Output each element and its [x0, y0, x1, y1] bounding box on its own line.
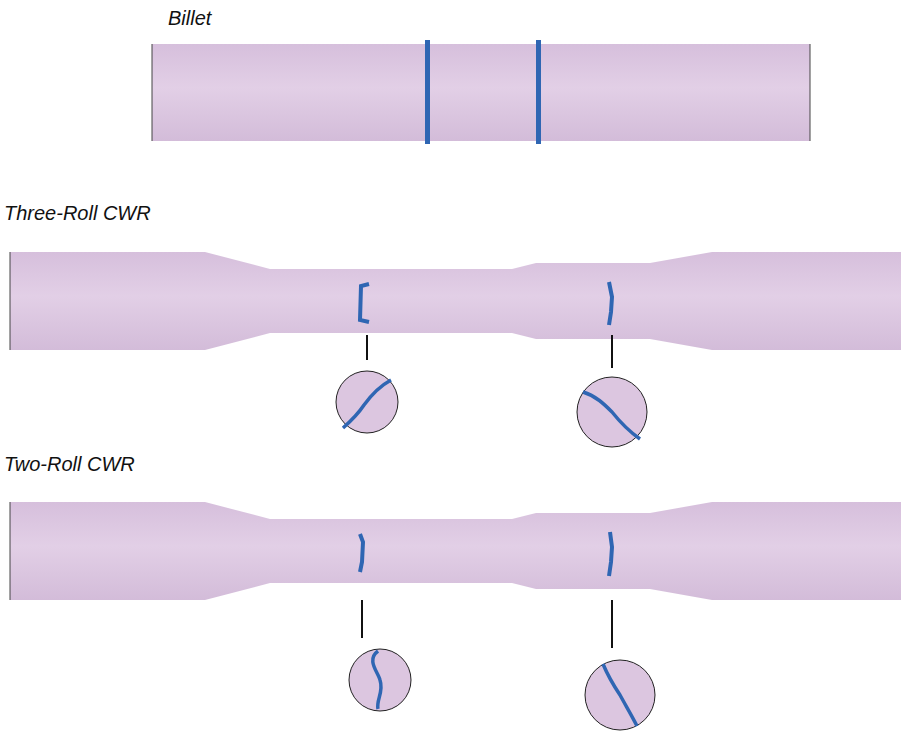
part-heading: Two-Roll CWR [4, 452, 135, 476]
part-heading: Billet [168, 6, 211, 30]
three-roll-part [10, 252, 901, 350]
part-heading: Three-Roll CWR [4, 201, 151, 225]
billet [152, 40, 810, 144]
two-roll-part [10, 502, 901, 600]
